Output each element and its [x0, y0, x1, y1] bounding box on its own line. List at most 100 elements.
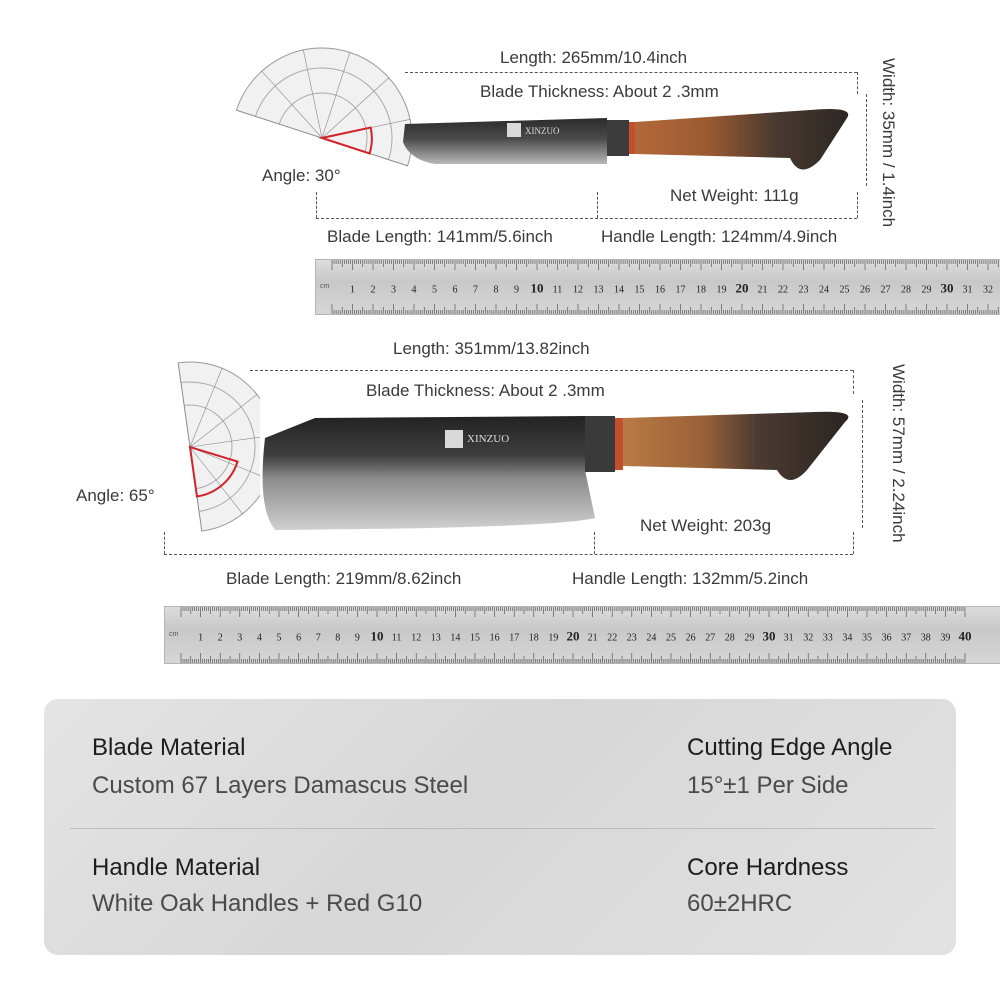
ruler-number: 40: [959, 629, 972, 644]
ruler-number: 24: [819, 284, 829, 295]
ruler-number: 10: [531, 280, 544, 295]
ruler-number: 6: [453, 284, 458, 295]
ruler-number: 30: [763, 629, 776, 644]
small-blade-dim-tick-left: [316, 192, 317, 218]
core-hardness-value: 60±2HRC: [687, 890, 793, 917]
ruler-number: 23: [627, 633, 637, 644]
small-length-dim-line: [405, 72, 857, 73]
ruler-number: 17: [509, 633, 519, 644]
small-net-weight-label: Net Weight: 111g: [670, 186, 799, 205]
ruler-number: 18: [529, 633, 539, 644]
ruler-number: 25: [666, 633, 676, 644]
ruler-unit-label: cm: [320, 283, 330, 290]
ruler-number: 23: [799, 284, 809, 295]
large-width-dim-line: [862, 400, 863, 528]
edge-angle-value: 15°±1 Per Side: [687, 772, 849, 799]
ruler-number: 15: [470, 633, 480, 644]
ruler-number: 7: [473, 284, 478, 295]
small-length-bottom-dim-line: [316, 218, 857, 219]
ruler-number: 22: [607, 633, 617, 644]
ruler-number: 22: [778, 284, 788, 295]
ruler-number: 27: [881, 284, 891, 295]
ruler-number: 26: [860, 284, 870, 295]
ruler-number: 6: [296, 633, 301, 644]
small-blade-thickness-label: Blade Thickness: About 2 .3mm: [480, 82, 719, 101]
ruler-number: 17: [676, 284, 686, 295]
core-hardness-label: Core Hardness: [687, 854, 849, 881]
large-length-dim-tick: [853, 370, 854, 394]
blade-material-value: Custom 67 Layers Damascus Steel: [92, 772, 469, 799]
handle-material-label: Handle Material: [92, 854, 261, 881]
ruler-number: 2: [218, 633, 223, 644]
ruler-number: 29: [744, 633, 754, 644]
small-width-label: Width: 35mm / 1.4inch: [879, 58, 898, 228]
blade-material-label: Blade Material: [92, 734, 246, 761]
ruler-number: 9: [514, 284, 519, 295]
large-handle-dim-tick-right: [853, 532, 854, 554]
ruler-number: 13: [431, 633, 441, 644]
ruler-number: 38: [921, 633, 931, 644]
ruler-number: 8: [335, 633, 340, 644]
ruler-number: 2: [371, 284, 376, 295]
ruler-number: 9: [355, 633, 360, 644]
ruler-number: 10: [371, 629, 384, 644]
ruler-number: 24: [646, 633, 656, 644]
ruler-number: 1: [350, 284, 355, 295]
ruler-number: 32: [803, 633, 813, 644]
ruler-number: 15: [635, 284, 645, 295]
ruler-number: 4: [257, 633, 262, 644]
ruler-number: 33: [823, 633, 833, 644]
large-length-bottom-dim-line: [164, 554, 853, 555]
large-knife-image: XINZUO: [262, 411, 849, 530]
ruler-number: 19: [717, 284, 727, 295]
ruler-number: 12: [573, 284, 583, 295]
handle-material-value: White Oak Handles + Red G10: [92, 890, 423, 917]
large-width-label: Width: 57mm / 2.24inch: [889, 364, 908, 543]
ruler-number: 39: [940, 633, 950, 644]
spec-panel: [44, 699, 956, 955]
large-blade-length-label: Blade Length: 219mm/8.62inch: [226, 569, 462, 588]
ruler-number: 30: [941, 280, 954, 295]
small-length-dim-tick: [857, 72, 858, 94]
ruler-number: 28: [901, 284, 911, 295]
ruler-number: 16: [655, 284, 665, 295]
ruler-number: 28: [725, 633, 735, 644]
ruler-number: 21: [588, 633, 598, 644]
ruler-number: 3: [237, 633, 242, 644]
small-knife-image: XINZUO: [403, 109, 849, 170]
large-length-dim-line: [250, 370, 853, 371]
large-length-label: Length: 351mm/13.82inch: [393, 339, 590, 358]
ruler-number: 1: [198, 633, 203, 644]
ruler-number: 16: [490, 633, 500, 644]
ruler-number: 14: [614, 284, 624, 295]
ruler-number: 19: [548, 633, 558, 644]
ruler-number: 5: [432, 284, 437, 295]
small-protractor: [235, 47, 413, 167]
ruler-number: 4: [412, 284, 417, 295]
small-angle-label: Angle: 30°: [262, 166, 341, 185]
ruler-number: 26: [686, 633, 696, 644]
small-blade-length-label: Blade Length: 141mm/5.6inch: [327, 227, 553, 246]
spec-divider: [70, 828, 935, 829]
small-length-label: Length: 265mm/10.4inch: [500, 48, 688, 67]
ruler-number: 21: [758, 284, 768, 295]
ruler-number: 12: [411, 633, 421, 644]
ruler-number: 20: [567, 629, 580, 644]
small-brand-logo: XINZUO: [525, 126, 560, 136]
ruler-unit-label: cm: [169, 631, 179, 638]
small-handle-length-label: Handle Length: 124mm/4.9inch: [601, 227, 838, 246]
ruler-number: 29: [922, 284, 932, 295]
large-net-weight-label: Net Weight: 203g: [640, 516, 772, 535]
large-handle-length-label: Handle Length: 132mm/5.2inch: [572, 569, 809, 588]
ruler-number: 3: [391, 284, 396, 295]
small-width-dim-line: [866, 94, 867, 186]
small-blade-dim-tick-mid: [597, 192, 598, 218]
ruler-number: 35: [862, 633, 872, 644]
ruler-number: 37: [901, 633, 911, 644]
ruler-number: 7: [316, 633, 321, 644]
edge-angle-label: Cutting Edge Angle: [687, 734, 893, 761]
